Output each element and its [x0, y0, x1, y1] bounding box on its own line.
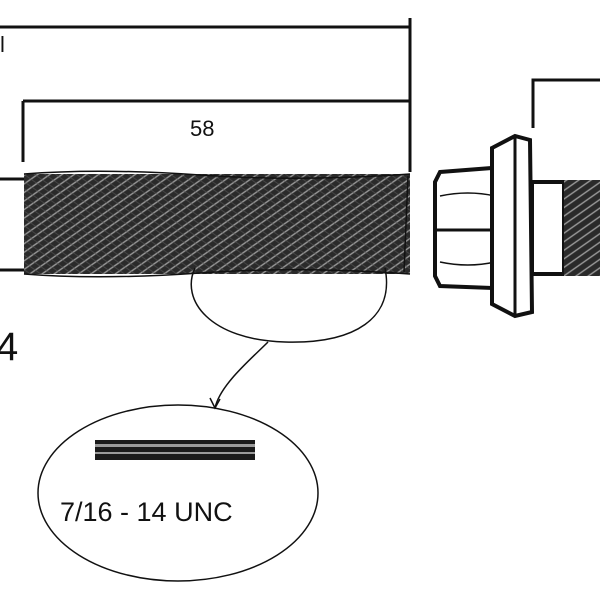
bolt-head	[433, 165, 500, 291]
bolt-flange	[490, 133, 535, 319]
thread-length-dimension: 58	[21, 99, 409, 162]
detail-loop	[190, 267, 388, 410]
side-label: 4	[0, 325, 18, 369]
spec-callout: 7/16 - 14 UNC	[37, 404, 319, 582]
overall-dimension-text: l	[0, 32, 5, 57]
thread-spec-text: 7/16 - 14 UNC	[60, 497, 233, 527]
bolt-thread	[23, 170, 411, 278]
thread-length-text: 58	[190, 116, 214, 141]
bolt-shank	[0, 177, 26, 272]
flange-bolt	[433, 78, 600, 319]
part-number-marking	[95, 440, 255, 460]
bolt-thread-right	[564, 180, 600, 276]
bolt-collar	[530, 180, 566, 276]
overall-dimension: l	[0, 18, 412, 172]
